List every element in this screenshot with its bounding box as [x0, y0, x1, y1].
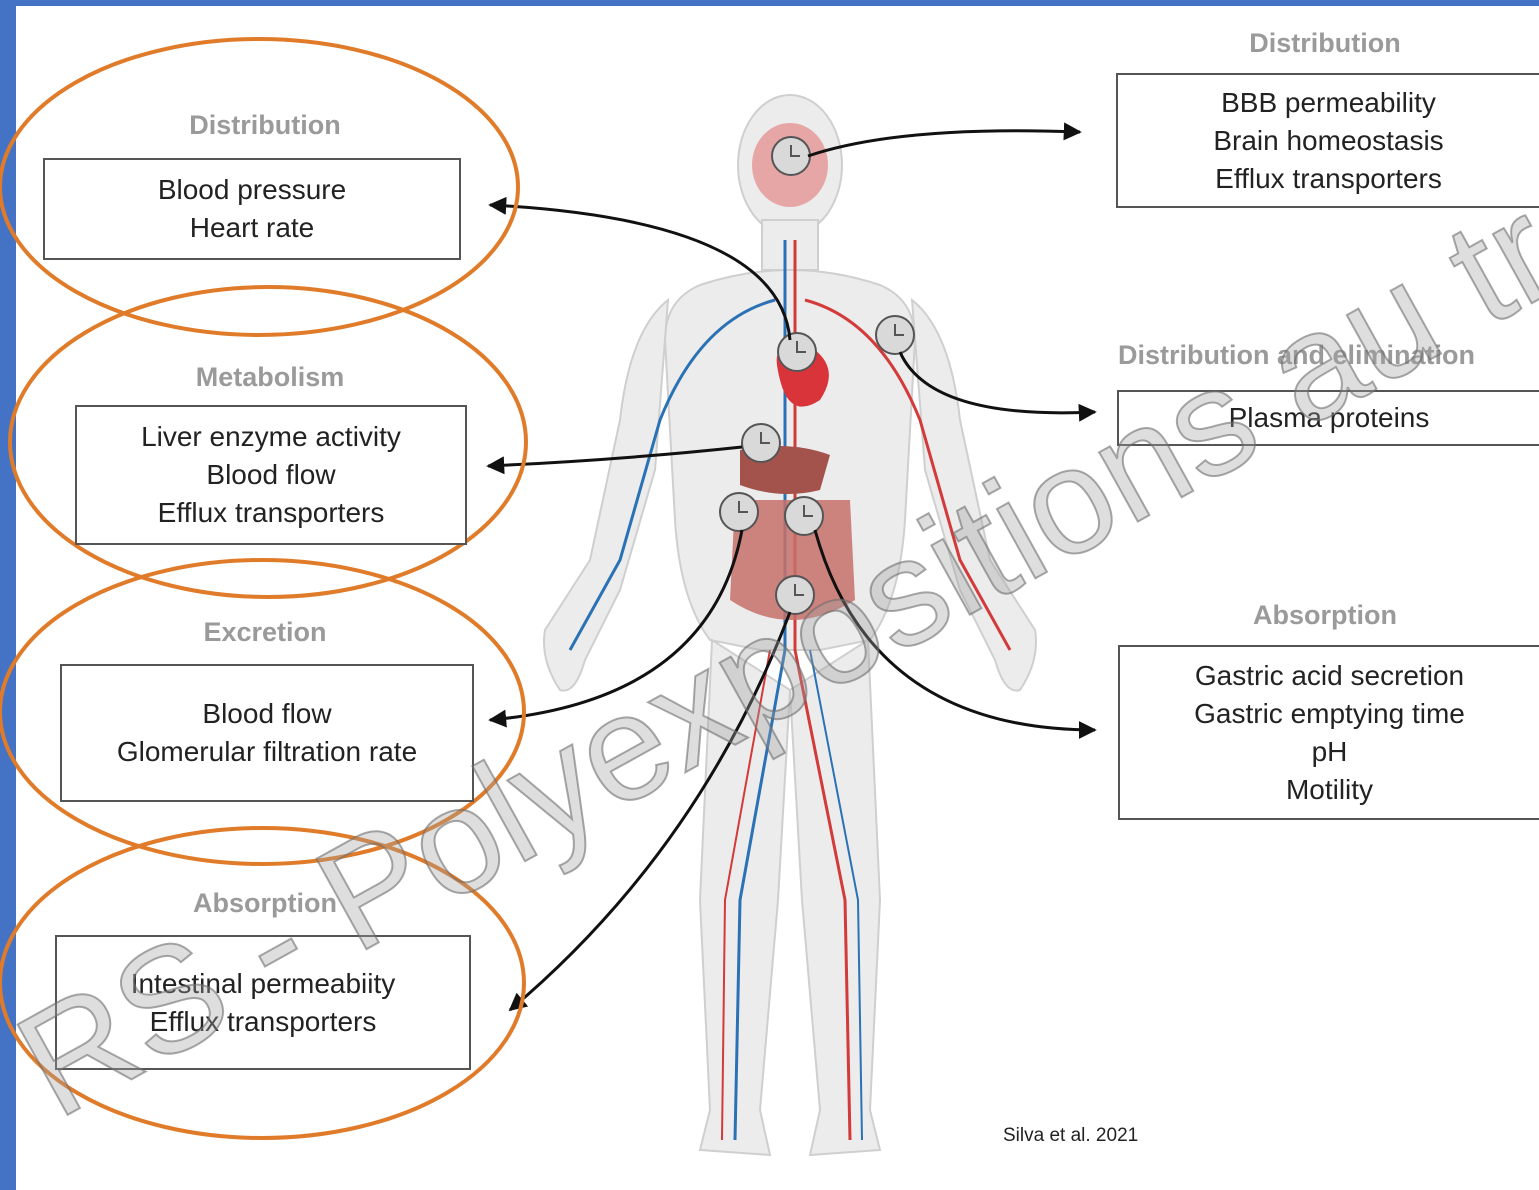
right-heading-distribution-elimination: Distribution and elimination: [1118, 340, 1538, 371]
box-item: Intestinal permeabiity: [131, 965, 396, 1003]
box-item: pH: [1312, 733, 1348, 771]
clock-icon: [772, 137, 810, 175]
human-body-silhouette: [544, 95, 1036, 1155]
right-heading-absorption: Absorption: [1200, 600, 1450, 631]
box-item: BBB permeability: [1221, 84, 1436, 122]
left-box-absorption: Intestinal permeabiity Efflux transporte…: [55, 935, 471, 1070]
right-box-distribution-elimination: Plasma proteins: [1117, 390, 1539, 446]
box-item: Blood flow: [202, 695, 331, 733]
box-item: Blood pressure: [158, 171, 346, 209]
box-item: Liver enzyme activity: [141, 418, 401, 456]
box-item: Efflux transporters: [1215, 160, 1442, 198]
clock-icon: [785, 497, 823, 535]
left-heading-distribution: Distribution: [140, 110, 390, 141]
box-item: Blood flow: [206, 456, 335, 494]
box-item: Brain homeostasis: [1213, 122, 1443, 160]
box-item: Gastric emptying time: [1194, 695, 1465, 733]
citation: Silva et al. 2021: [1003, 1125, 1138, 1147]
right-heading-distribution: Distribution: [1200, 28, 1450, 59]
clock-icon: [778, 333, 816, 371]
box-item: Efflux transporters: [150, 1003, 377, 1041]
left-box-excretion: Blood flow Glomerular filtration rate: [60, 664, 474, 802]
right-box-absorption: Gastric acid secretion Gastric emptying …: [1118, 645, 1539, 820]
right-box-distribution: BBB permeability Brain homeostasis Efflu…: [1116, 73, 1539, 208]
clock-icon: [720, 493, 758, 531]
left-heading-absorption: Absorption: [140, 888, 390, 919]
left-box-metabolism: Liver enzyme activity Blood flow Efflux …: [75, 405, 467, 545]
box-item: Heart rate: [190, 209, 315, 247]
left-heading-excretion: Excretion: [140, 617, 390, 648]
box-item: Glomerular filtration rate: [117, 733, 417, 771]
box-item: Efflux transporters: [158, 494, 385, 532]
left-box-distribution: Blood pressure Heart rate: [43, 158, 461, 260]
left-heading-metabolism: Metabolism: [130, 362, 410, 393]
clock-icon: [776, 576, 814, 614]
box-item: Motility: [1286, 771, 1373, 809]
clock-icon: [742, 424, 780, 462]
clock-icon: [876, 316, 914, 354]
box-item: Plasma proteins: [1229, 399, 1430, 437]
box-item: Gastric acid secretion: [1195, 657, 1464, 695]
